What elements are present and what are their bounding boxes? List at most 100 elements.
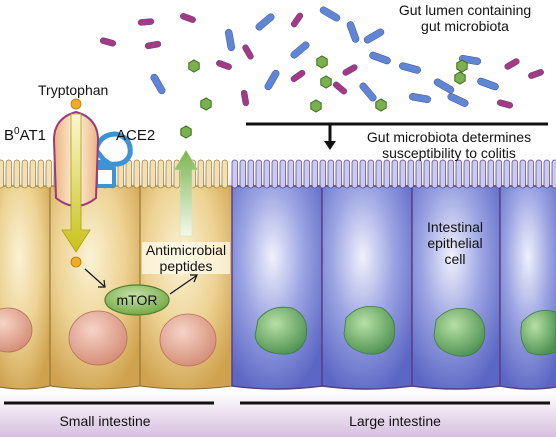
microvillus — [431, 159, 438, 189]
epithelial-cell-label: Intestinal epithelial cell — [414, 219, 496, 267]
microvillus — [141, 159, 148, 189]
microvillus — [503, 159, 510, 189]
b0at1-label-base: B — [4, 127, 15, 144]
bacterium — [332, 81, 348, 95]
antimicrobial-peptide — [200, 97, 212, 111]
nucleus-large-2 — [343, 305, 396, 355]
tryptophan-transport-arrow — [61, 113, 91, 253]
microvillus — [463, 159, 470, 189]
bacterium — [224, 28, 236, 52]
epithelial-label-line3: cell — [444, 251, 466, 267]
microvillus — [319, 159, 326, 189]
determines-label-line1: Gut microbiota determines — [366, 129, 532, 145]
nucleus-small-3 — [159, 313, 217, 367]
bacterium — [150, 73, 166, 95]
bacterium — [363, 28, 385, 44]
microvillus — [0, 159, 4, 189]
microvillus — [423, 159, 430, 189]
microvillus — [5, 159, 12, 189]
microvillus — [205, 159, 212, 189]
microvillus — [149, 159, 156, 189]
ace2-tail — [94, 166, 116, 188]
microvillus — [197, 159, 204, 189]
basal-region — [0, 392, 556, 437]
antimicrobial-peptide — [454, 71, 466, 85]
epithelial-label-line1: Intestinal — [426, 219, 484, 235]
ace2-receptor — [93, 131, 133, 188]
bacterium — [99, 37, 117, 47]
microvillus — [213, 159, 220, 189]
microvillus — [487, 159, 494, 189]
microvillus — [351, 159, 358, 189]
antimicrobial-peptide — [316, 55, 328, 69]
bacterium — [359, 82, 377, 102]
bacterium — [433, 78, 455, 94]
bacterium — [504, 58, 520, 70]
bacterium — [528, 69, 544, 79]
signalling-arrows — [84, 268, 198, 295]
microvillus — [375, 159, 382, 189]
bacterium — [477, 77, 499, 91]
microvillus — [157, 159, 164, 189]
peptide-export-arrow — [173, 149, 199, 237]
microvillus — [455, 159, 462, 189]
microvillus — [335, 159, 342, 189]
microvillus — [479, 159, 486, 189]
small-intestine-label: Small intestine — [59, 413, 151, 429]
antimicrobial-peptides-label: Antimicrobial peptides — [142, 242, 230, 274]
microvillus — [511, 159, 518, 189]
microvillus — [367, 159, 374, 189]
ace2-label: ACE2 — [116, 127, 156, 144]
microvillus — [359, 159, 366, 189]
bacterium — [144, 40, 162, 50]
bacterium — [319, 6, 341, 22]
large-intestine-cells — [231, 185, 556, 390]
bacterium — [240, 89, 250, 107]
antimicrobial-peptide-particles — [180, 55, 468, 139]
large-intestine-label: Large intestine — [349, 413, 441, 429]
microvillus — [495, 159, 502, 189]
microvillus — [343, 159, 350, 189]
nuclei — [0, 305, 556, 367]
tryptophan-label: Tryptophan — [38, 82, 109, 98]
determines-label: Gut microbiota determines susceptibility… — [346, 129, 552, 161]
tryptophan-to-mtor-arrow — [84, 268, 105, 287]
tryptophan-to-mtor-arrowhead — [98, 279, 106, 288]
bacterium — [255, 13, 275, 31]
microvillus — [527, 159, 534, 189]
microvillus — [13, 159, 20, 189]
lumen-label: Gut lumen containing gut microbiota — [376, 2, 554, 34]
microvillus — [247, 159, 254, 189]
large-cell-3 — [411, 185, 501, 390]
bacterium — [290, 12, 304, 28]
microvillus — [471, 159, 478, 189]
bacterium — [496, 99, 514, 109]
gut-microbiota — [99, 6, 544, 109]
microvillus — [447, 159, 454, 189]
antimicrobial-peptide — [180, 125, 192, 139]
microvillus — [239, 159, 246, 189]
microvillus — [407, 159, 414, 189]
mtor-ellipse — [104, 284, 170, 316]
bacterium — [264, 69, 280, 91]
microvillus — [399, 159, 406, 189]
b0at1-label: B0AT1 — [4, 127, 46, 144]
large-intestine-microvilli — [231, 159, 556, 189]
large-cell-4 — [499, 185, 556, 390]
large-cell-2 — [321, 185, 413, 390]
microvillus — [37, 159, 44, 189]
antimicrobial-peptide — [456, 59, 468, 73]
nucleus-small-1 — [0, 307, 33, 353]
microvillus — [21, 159, 28, 189]
microvillus — [383, 159, 390, 189]
antimicrobial-peptide — [320, 75, 332, 89]
bacterium — [342, 64, 358, 76]
mtor-label: mTOR — [116, 292, 158, 308]
small-cell-1 — [0, 185, 51, 390]
microvillus — [303, 159, 310, 189]
microvillus — [231, 159, 238, 189]
epithelial-label-line2: epithelial — [427, 235, 483, 251]
nucleus-large-3 — [433, 307, 486, 357]
microvillus — [551, 159, 556, 189]
